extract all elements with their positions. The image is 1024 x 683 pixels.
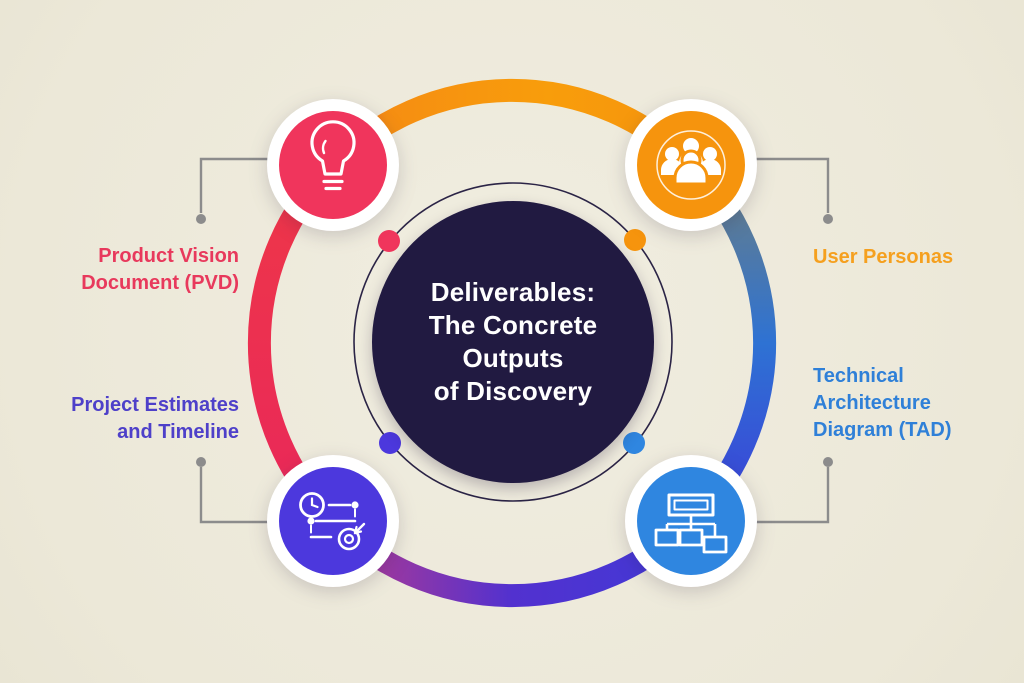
connector-top-right <box>756 157 830 213</box>
center-title: Deliverables: The Concrete Outputs of Di… <box>429 276 598 408</box>
center-title-line-4: of Discovery <box>433 376 593 406</box>
node-technical-architecture-diagram <box>623 453 759 589</box>
team-icon <box>656 130 726 200</box>
node-circle <box>279 111 387 219</box>
connector-bottom-left <box>199 467 268 524</box>
connector-dot-bottom-right <box>823 457 833 467</box>
lightbulb-icon <box>310 120 356 191</box>
orbit-dot-bottom-left <box>379 432 401 454</box>
center-circle: Deliverables: The Concrete Outputs of Di… <box>372 201 654 483</box>
timeline-icon <box>299 492 366 551</box>
connector-dot-top-left <box>196 214 206 224</box>
label-user-personas: User Personas <box>813 246 954 268</box>
connector-dot-bottom-left <box>196 457 206 467</box>
node-product-vision-document <box>265 97 401 233</box>
node-project-estimates-and-timeline <box>265 453 401 589</box>
connector-bottom-right <box>756 467 830 524</box>
node-user-personas <box>623 97 759 233</box>
label-project-estimates-and-timeline: Project Estimates and Timeline <box>71 394 239 443</box>
center-title-line-3: Outputs <box>462 343 564 373</box>
label-product-vision-document: Product Vision Document (PVD) <box>81 245 239 294</box>
orbit-dot-bottom-right <box>623 432 645 454</box>
sitemap-icon <box>654 493 728 554</box>
center-title-line-1: Deliverables: <box>430 277 596 307</box>
connector-top-left <box>199 157 268 213</box>
orbit-dot-top-right <box>624 229 646 251</box>
center-title-line-2: The Concrete <box>428 310 598 340</box>
orbit-circle <box>353 182 673 502</box>
orbit-dot-top-left <box>378 230 400 252</box>
label-technical-architecture-diagram: Technical Architecture Diagram (TAD) <box>813 365 952 441</box>
connector-dot-top-right <box>823 214 833 224</box>
